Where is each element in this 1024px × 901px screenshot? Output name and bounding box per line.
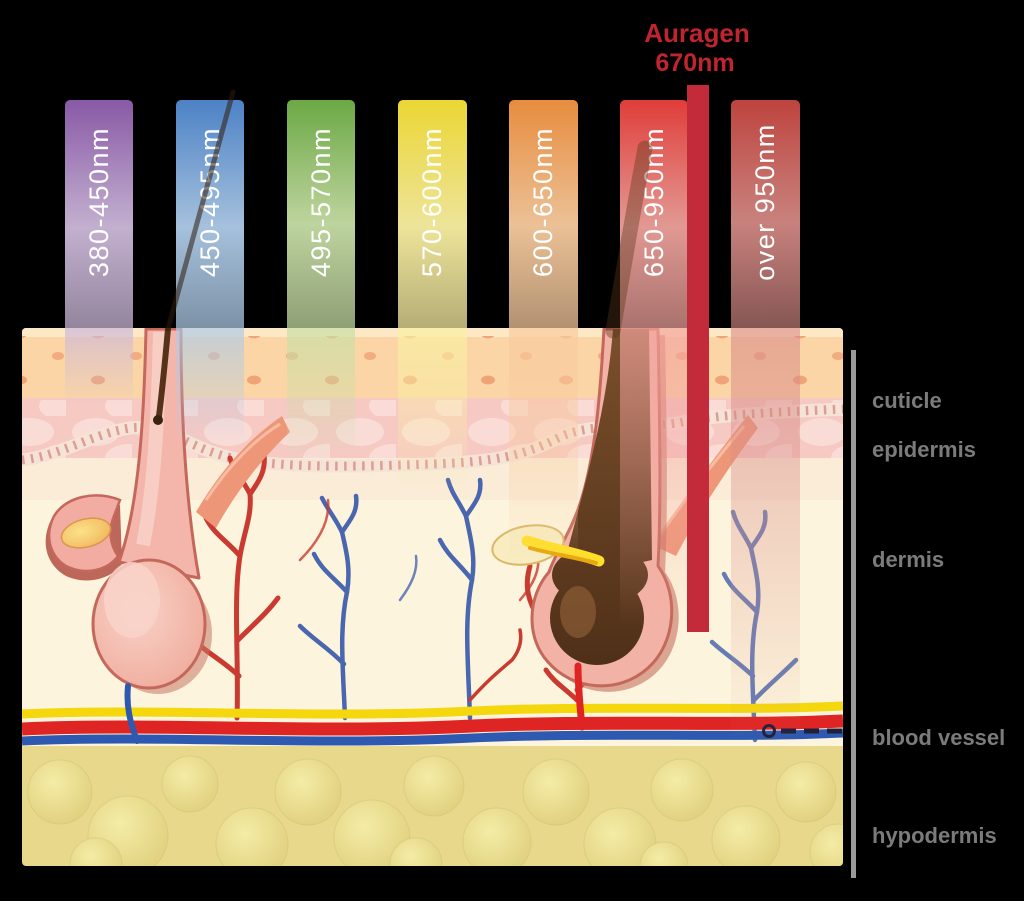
band-connectors (124, 662, 586, 744)
blood-vessel-band (22, 701, 843, 746)
bar-495-570nm: 495-570nm (287, 100, 355, 465)
sebum (60, 517, 112, 549)
bar-label: 570-600nm (417, 127, 447, 277)
bar-label: over 950nm (750, 123, 780, 281)
layer-labels: cuticle epidermis dermis blood vessel hy… (851, 350, 1005, 878)
hair-follicle-left (45, 328, 290, 694)
arrector-pili-muscle-left (196, 416, 290, 528)
auragen-wavelength-label: 670nm (655, 49, 734, 77)
bar-570-600nm: 570-600nm (398, 100, 467, 495)
bar-label: 450-495nm (195, 127, 225, 277)
bar-label: 495-570nm (306, 127, 336, 277)
label-dermis: dermis (872, 547, 944, 572)
hair-root-left (156, 328, 171, 419)
mixed-vessel-tree (437, 477, 523, 721)
hair-left-above-skin (165, 89, 236, 332)
label-blood-vessel: blood vessel (872, 725, 1005, 750)
hair-right-above-skin (605, 140, 653, 339)
bar-label: 380-450nm (84, 127, 114, 277)
artery-line (22, 714, 843, 736)
bar-label: 650-950nm (639, 127, 669, 277)
bar-600-650nm: 600-650nm (509, 100, 578, 565)
label-epidermis: epidermis (872, 437, 976, 462)
membrane-line (22, 701, 843, 719)
pointer-line (851, 350, 856, 878)
bar-label: 600-650nm (528, 127, 558, 277)
hypodermis-layer (22, 746, 843, 866)
vein-line (22, 728, 843, 746)
fat-lobules (27, 755, 843, 866)
label-cuticle: cuticle (872, 388, 942, 413)
auragen-brand-label: Auragen (644, 18, 749, 48)
vein-tree (297, 493, 359, 721)
label-hypodermis: hypodermis (872, 823, 997, 848)
bar-650-950nm: 650-950nm (620, 100, 688, 628)
auragen-bar (687, 85, 709, 632)
auragen-marker: Auragen 670nm (644, 18, 750, 632)
protruding-hairs (165, 89, 653, 339)
bar-380-450nm: 380-450nm (65, 100, 133, 405)
bar-450-495nm: 450-495nm (176, 100, 244, 445)
spectrum-bars: 380-450nm 450-495nm 495-570nm 570-600nm … (65, 100, 800, 745)
bar-over-950nm: over 950nm (731, 100, 800, 745)
